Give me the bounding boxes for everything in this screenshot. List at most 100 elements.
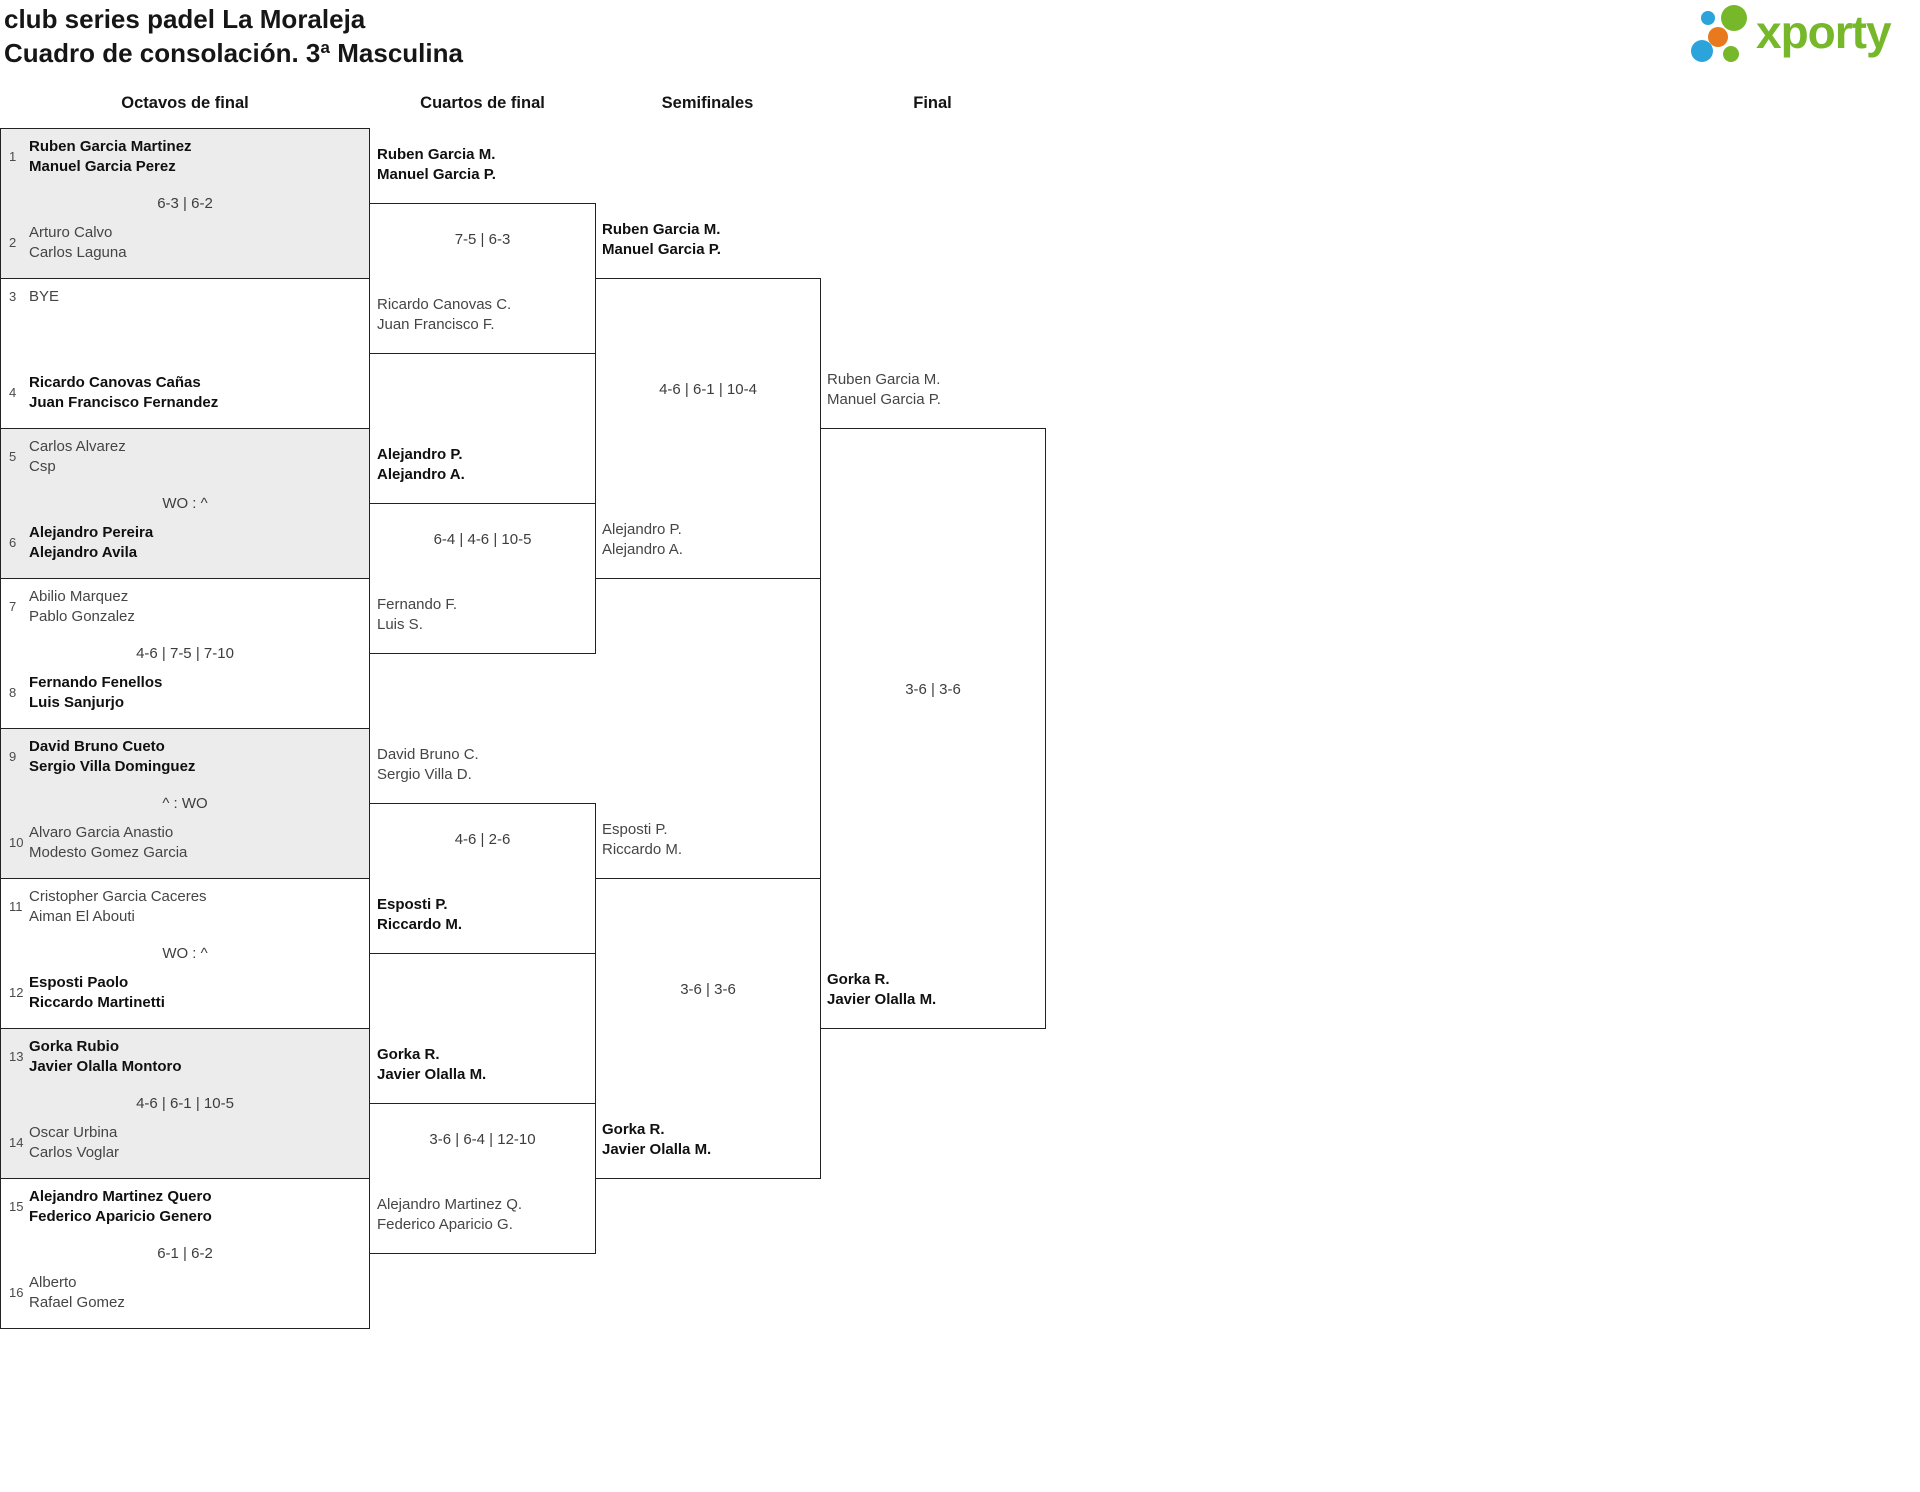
team-line1: Alejandro Martinez Quero (29, 1188, 212, 1205)
team-name: Gorka Rubio Javier Olalla Montoro (29, 1037, 182, 1077)
seed-number: 13 (9, 1049, 24, 1064)
seed-number: 11 (9, 899, 23, 914)
team-name: Carlos Alvarez Csp (29, 437, 126, 477)
team-line2: Alejandro Avila (29, 544, 138, 561)
team-line1: Carlos Alvarez (29, 438, 126, 455)
team-line1: Cristopher Garcia Caceres (29, 888, 207, 905)
match-score: 4-6 | 7-5 | 7-10 (136, 645, 234, 662)
seed-number: 1 (9, 149, 17, 164)
team-line2: Riccardo M. (377, 916, 463, 933)
team-line1: Esposti P. (377, 896, 448, 913)
team-line2: Federico Aparicio G. (377, 1216, 513, 1233)
match-score: 3-6 | 6-4 | 12-10 (429, 1131, 536, 1148)
team-line2: Riccardo M. (602, 841, 683, 858)
team-name: Oscar Urbina Carlos Voglar (29, 1123, 119, 1163)
team-name: Alejandro Pereira Alejandro Avila (29, 523, 153, 563)
page-title: club series padel La Moraleja (4, 4, 366, 34)
match-octavos-7[interactable]: 13 Gorka Rubio Javier Olalla Montoro 4-6… (0, 1028, 370, 1179)
team-name: Abilio Marquez Pablo Gonzalez (29, 587, 135, 627)
logo-wordmark: xporty (1756, 6, 1892, 58)
team-line2: Juan Francisco Fernandez (29, 394, 219, 411)
seed-number: 3 (9, 289, 17, 304)
team-line1: Abilio Marquez (29, 588, 129, 605)
round-header-cuartos: Cuartos de final (420, 94, 545, 112)
team-line2: Juan Francisco F. (377, 316, 495, 333)
team-name: Arturo Calvo Carlos Laguna (29, 223, 127, 263)
team-line1: Alejandro Pereira (29, 524, 154, 541)
match-score: 7-5 | 6-3 (454, 231, 511, 248)
team-line1: Esposti P. (602, 821, 668, 838)
team-line1: Ricardo Canovas Cañas (29, 374, 201, 391)
match-score: 4-6 | 2-6 (454, 831, 511, 848)
team-line2: Modesto Gomez Garcia (29, 844, 188, 861)
match-octavos-5[interactable]: 9 David Bruno Cueto Sergio Villa Domingu… (0, 728, 370, 879)
team-name: Gorka R. Javier Olalla M. (827, 970, 936, 1010)
logo-dot-green-large-icon (1721, 5, 1747, 31)
team-line1: Alejandro P. (602, 521, 682, 538)
match-octavos-2[interactable]: 3 BYE 4 Ricardo Canovas Cañas Juan Franc… (0, 278, 370, 429)
team-name: Ruben Garcia M. Manuel Garcia P. (377, 145, 496, 185)
match-score: 6-1 | 6-2 (157, 1245, 213, 1262)
team-name: Ricardo Canovas C. Juan Francisco F. (377, 295, 511, 335)
team-line2: Luis S. (377, 616, 423, 633)
match-score: ^ : WO (162, 795, 208, 812)
team-name: David Bruno C. Sergio Villa D. (377, 745, 479, 785)
team-line1: Fernando Fenellos (29, 674, 163, 691)
team-line2: Sergio Villa Dominguez (29, 758, 196, 775)
team-line2: Javier Olalla M. (602, 1141, 712, 1158)
match-score: 6-3 | 6-2 (157, 195, 213, 212)
match-score (1, 343, 369, 365)
team-line2: Federico Aparicio Genero (29, 1208, 212, 1225)
team-line1: Alejandro P. (377, 446, 463, 463)
team-name: Fernando F. Luis S. (377, 595, 457, 635)
team-name: David Bruno Cueto Sergio Villa Dominguez (29, 737, 195, 777)
team-name: Cristopher Garcia Caceres Aiman El About… (29, 887, 207, 927)
team-name: Fernando Fenellos Luis Sanjurjo (29, 673, 162, 713)
team-name: Alejandro P. Alejandro A. (377, 445, 465, 485)
match-score: 6-4 | 4-6 | 10-5 (433, 531, 532, 548)
seed-number: 16 (9, 1285, 24, 1300)
team-line1: Alvaro Garcia Anastio (29, 824, 174, 841)
match-score: 3-6 | 3-6 (905, 681, 961, 698)
team-name: Ruben Garcia Martinez Manuel Garcia Pere… (29, 137, 192, 177)
team-line2: Rafael Gomez (29, 1294, 125, 1311)
team-name: Ruben Garcia M. Manuel Garcia P. (827, 370, 941, 410)
team-name: Esposti P. Riccardo M. (377, 895, 462, 935)
team-line1: Ruben Garcia M. (377, 146, 496, 163)
seed-number: 14 (9, 1135, 24, 1150)
page-subtitle: Cuadro de consolación. 3ª Masculina (4, 38, 463, 68)
team-line1: Fernando F. (377, 596, 458, 613)
logo-dot-green-small-icon (1723, 46, 1739, 62)
team-line1: Ruben Garcia Martinez (29, 138, 192, 155)
team-line2: Manuel Garcia P. (602, 241, 721, 258)
round-header-final: Final (913, 94, 952, 112)
match-octavos-4[interactable]: 7 Abilio Marquez Pablo Gonzalez 4-6 | 7-… (0, 578, 370, 729)
match-octavos-1[interactable]: 1 Ruben Garcia Martinez Manuel Garcia Pe… (0, 128, 370, 279)
team-line1: Ricardo Canovas C. (377, 296, 512, 313)
team-line2: Riccardo Martinetti (29, 994, 165, 1011)
team-line2: Pablo Gonzalez (29, 608, 135, 625)
match-score: 4-6 | 6-1 | 10-5 (136, 1095, 234, 1112)
team-line2: Javier Olalla Montoro (29, 1058, 182, 1075)
team-name: Ruben Garcia M. Manuel Garcia P. (602, 220, 721, 260)
logo-dot-blue-small-icon (1701, 11, 1715, 25)
team-line1: Gorka R. (602, 1121, 665, 1138)
match-octavos-6[interactable]: 11 Cristopher Garcia Caceres Aiman El Ab… (0, 878, 370, 1029)
team-line2: Manuel Garcia Perez (29, 158, 176, 175)
seed-number: 12 (9, 985, 24, 1000)
team-line2: Carlos Voglar (29, 1144, 120, 1161)
team-line1: Esposti Paolo (29, 974, 129, 991)
team-line1: David Bruno C. (377, 746, 479, 763)
match-octavos-8[interactable]: 15 Alejandro Martinez Quero Federico Apa… (0, 1178, 370, 1329)
team-line1: Alberto (29, 1274, 77, 1291)
seed-number: 6 (9, 535, 17, 550)
team-line2: Carlos Laguna (29, 244, 127, 261)
match-score: 4-6 | 6-1 | 10-4 (659, 381, 757, 398)
team-line1: Gorka R. (827, 971, 890, 988)
seed-number: 8 (9, 685, 17, 700)
team-line1: Ruben Garcia M. (827, 371, 941, 388)
logo-dot-orange-icon (1708, 27, 1728, 47)
match-octavos-3[interactable]: 5 Carlos Alvarez Csp WO : ^ 6 Alejandro … (0, 428, 370, 579)
team-name: Esposti P. Riccardo M. (602, 820, 682, 860)
